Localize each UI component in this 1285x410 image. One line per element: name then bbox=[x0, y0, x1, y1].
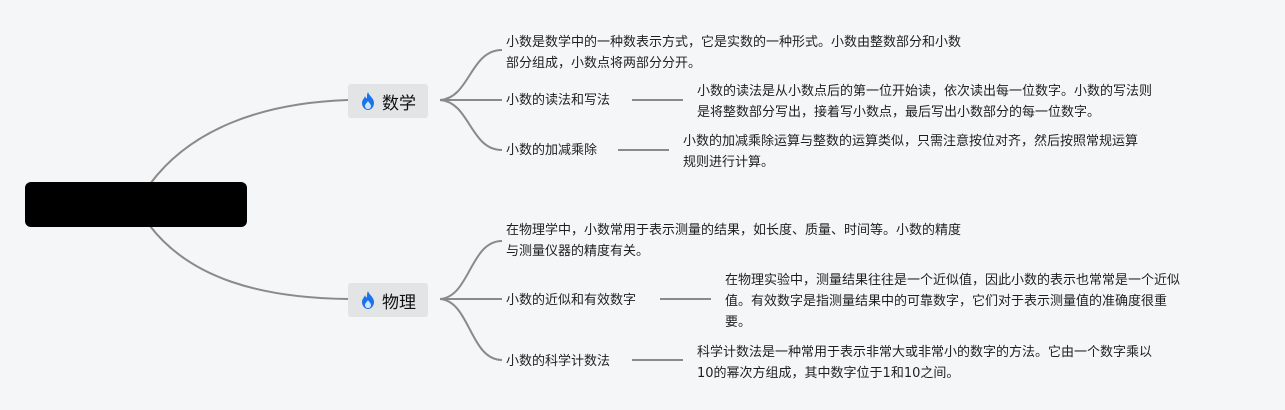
connector-physics-intro bbox=[439, 240, 503, 300]
physics-sub-scientific-notation-detail: 科学计数法是一种常用于表示非常大或非常小的数字的方法。它由一个数字乘以 10的幂… bbox=[697, 342, 1152, 384]
connector-root-math bbox=[149, 99, 349, 185]
detail-line: 小数的加减乘除运算与整数的运算类似，只需注意按位对齐，然后按照常规运算 bbox=[683, 134, 1139, 149]
detail-line: 规则进行计算。 bbox=[683, 155, 775, 170]
fire-icon bbox=[362, 92, 374, 110]
detail-line: 10的幂次方组成，其中数字位于1和10之间。 bbox=[697, 366, 960, 381]
topic-math-label: 数学 bbox=[382, 93, 416, 114]
math-intro: 小数是数学中的一种数表示方式，它是实数的一种形式。小数由整数部分和小数 部分组成… bbox=[506, 32, 961, 74]
math-sub-reading-writing-detail: 小数的读法是从小数点后的第一位开始读，依次读出每一位数字。小数的写法则 是将整数… bbox=[697, 81, 1152, 123]
math-sub-arithmetic[interactable]: 小数的加减乘除 bbox=[506, 143, 598, 158]
connector-physics-sub2 bbox=[439, 298, 503, 361]
topic-physics[interactable]: 物理 bbox=[348, 283, 428, 317]
detail-line: 是将整数部分写出，接着写小数点，最后写出小数部分的每一位数字。 bbox=[697, 105, 1101, 120]
detail-line: 小数的读法是从小数点后的第一位开始读，依次读出每一位数字。小数的写法则 bbox=[697, 84, 1153, 99]
topic-physics-label: 物理 bbox=[382, 292, 416, 313]
connector-math-sub2 bbox=[439, 99, 503, 151]
math-sub-arithmetic-detail: 小数的加减乘除运算与整数的运算类似，只需注意按位对齐，然后按照常规运算 规则进行… bbox=[683, 131, 1138, 173]
detail-line: 要。 bbox=[725, 315, 752, 330]
physics-sub-scientific-notation[interactable]: 小数的科学计数法 bbox=[506, 354, 611, 369]
detail-line: 在物理实验中，测量结果往往是一个近似值，因此小数的表示也常常是一个近似 bbox=[725, 273, 1181, 288]
root-node[interactable] bbox=[25, 182, 247, 227]
physics-sub-approximation[interactable]: 小数的近似和有效数字 bbox=[506, 293, 637, 308]
topic-math[interactable]: 数学 bbox=[348, 84, 428, 118]
detail-line: 值。有效数字是指测量结果中的可靠数字，它们对于表示测量值的准确度很重 bbox=[725, 294, 1168, 309]
physics-intro-line-1: 在物理学中，小数常用于表示测量的结果，如长度、质量、时间等。小数的精度 bbox=[506, 223, 962, 238]
math-intro-line-2: 部分组成，小数点将两部分分开。 bbox=[506, 56, 702, 71]
detail-line: 科学计数法是一种常用于表示非常大或非常小的数字的方法。它由一个数字乘以 bbox=[697, 345, 1153, 360]
physics-intro-line-2: 与测量仪器的精度有关。 bbox=[506, 244, 650, 259]
physics-intro: 在物理学中，小数常用于表示测量的结果，如长度、质量、时间等。小数的精度 与测量仪… bbox=[506, 220, 961, 262]
connector-root-physics bbox=[149, 225, 349, 300]
fire-icon bbox=[362, 291, 374, 309]
physics-sub-approximation-detail: 在物理实验中，测量结果往往是一个近似值，因此小数的表示也常常是一个近似 值。有效… bbox=[725, 270, 1180, 333]
connector-math-intro bbox=[439, 49, 503, 101]
math-intro-line-1: 小数是数学中的一种数表示方式，它是实数的一种形式。小数由整数部分和小数 bbox=[506, 35, 962, 50]
math-sub-reading-writing[interactable]: 小数的读法和写法 bbox=[506, 93, 611, 108]
